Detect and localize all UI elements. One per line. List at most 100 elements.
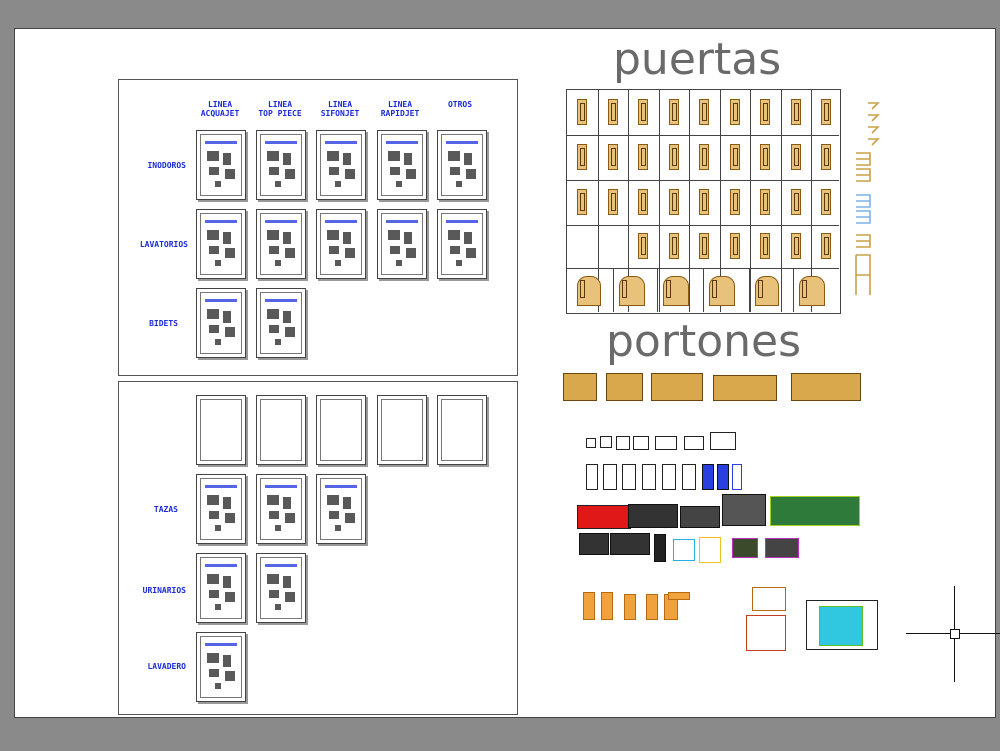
fixture-sheet[interactable] [316,209,366,279]
double-door-block[interactable] [709,276,735,306]
cad-block[interactable] [603,464,617,490]
cad-block[interactable] [622,464,636,490]
cad-block[interactable] [732,538,758,558]
fixture-sheet[interactable] [196,130,246,200]
cad-block[interactable] [586,438,596,448]
cad-block[interactable] [610,533,650,555]
blank-sheet[interactable] [316,395,366,465]
cad-block[interactable] [624,594,636,620]
cad-block[interactable] [682,464,696,490]
cad-block[interactable] [770,496,860,526]
double-door-block[interactable] [799,276,825,306]
door-block[interactable] [577,189,587,215]
cad-block[interactable] [583,592,595,620]
door-block[interactable] [638,189,648,215]
crosshair-pickbox[interactable] [950,629,960,639]
cad-block[interactable] [702,464,714,490]
fixture-sheet[interactable] [196,209,246,279]
door-block[interactable] [729,144,740,170]
door-block[interactable] [821,99,831,125]
cad-block[interactable] [655,436,677,450]
door-block[interactable] [699,144,709,170]
door-block[interactable] [607,99,618,125]
fixture-sheet[interactable] [256,209,306,279]
fixture-sheet[interactable] [196,474,246,544]
cad-block[interactable] [662,464,676,490]
door-block[interactable] [790,144,801,170]
fixture-sheet[interactable] [437,130,487,200]
cad-block[interactable] [819,606,863,646]
cad-block[interactable] [601,592,613,620]
cad-block[interactable] [722,494,766,526]
blank-sheet[interactable] [256,395,306,465]
door-block[interactable] [699,233,709,259]
fixture-sheet[interactable] [316,130,366,200]
door-block[interactable] [577,99,587,125]
cad-block[interactable] [684,436,704,450]
fixture-sheet[interactable] [256,553,306,623]
cad-block[interactable] [673,539,695,561]
cad-block[interactable] [699,537,721,563]
double-door-block[interactable] [663,276,689,306]
door-block[interactable] [821,189,831,215]
door-block[interactable] [790,233,801,259]
door-block[interactable] [760,144,770,170]
door-block[interactable] [790,189,801,215]
fixture-sheet[interactable] [256,288,306,358]
door-block[interactable] [607,189,618,215]
door-block[interactable] [668,189,679,215]
door-block[interactable] [699,189,709,215]
door-block[interactable] [668,233,679,259]
cad-block[interactable] [616,436,630,450]
cad-block[interactable] [746,615,786,651]
door-block[interactable] [638,233,648,259]
fixture-sheet[interactable] [437,209,487,279]
fixture-sheet[interactable] [377,209,427,279]
door-block[interactable] [821,144,831,170]
fixture-sheet[interactable] [256,474,306,544]
blank-sheet[interactable] [377,395,427,465]
cad-block[interactable] [668,592,690,600]
cad-block[interactable] [680,506,720,528]
cad-block[interactable] [600,436,612,448]
fixture-sheet[interactable] [196,553,246,623]
fixture-sheet[interactable] [196,288,246,358]
door-block[interactable] [699,99,709,125]
cad-block[interactable] [642,464,656,490]
door-block[interactable] [760,189,770,215]
door-block[interactable] [760,99,770,125]
door-block[interactable] [607,144,618,170]
cad-block[interactable] [654,534,666,562]
fixture-sheet[interactable] [196,632,246,702]
fixture-sheet[interactable] [316,474,366,544]
door-block[interactable] [729,189,740,215]
door-block[interactable] [638,99,648,125]
cad-block[interactable] [710,432,736,450]
cad-block[interactable] [752,587,786,611]
fixture-sheet[interactable] [256,130,306,200]
double-door-block[interactable] [755,276,779,306]
double-door-block[interactable] [577,276,601,306]
cad-block[interactable] [577,505,631,529]
cad-block[interactable] [717,464,729,490]
door-block[interactable] [638,144,648,170]
door-block[interactable] [821,233,831,259]
door-block[interactable] [577,144,587,170]
cad-block[interactable] [765,538,799,558]
cad-block[interactable] [732,464,742,490]
blank-sheet[interactable] [196,395,246,465]
cad-block[interactable] [646,594,658,620]
door-block[interactable] [790,99,801,125]
door-block[interactable] [760,233,770,259]
cad-block[interactable] [628,504,678,528]
fixture-sheet[interactable] [377,130,427,200]
cad-block[interactable] [579,533,609,555]
door-block[interactable] [668,144,679,170]
door-block[interactable] [668,99,679,125]
door-block[interactable] [729,99,740,125]
cad-block[interactable] [633,436,649,450]
cad-block[interactable] [586,464,598,490]
blank-sheet[interactable] [437,395,487,465]
double-door-block[interactable] [619,276,645,306]
door-block[interactable] [729,233,740,259]
